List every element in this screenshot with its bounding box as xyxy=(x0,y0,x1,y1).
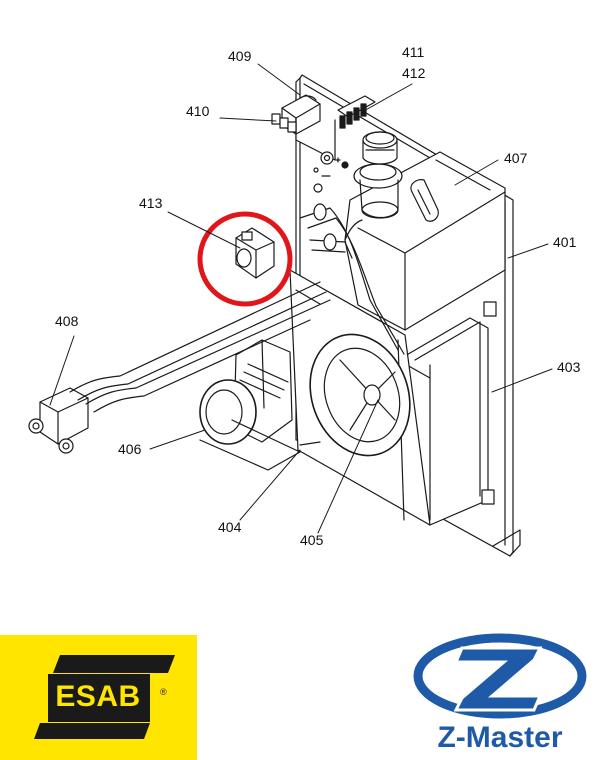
zmaster-logo-text: Z-Master xyxy=(437,721,563,754)
callout-407: 407 xyxy=(504,150,528,166)
control-plate xyxy=(295,97,349,193)
fan-405 xyxy=(309,333,411,457)
hose-connector-408 xyxy=(28,387,89,454)
leader-lines xyxy=(49,63,553,534)
callout-404: 404 xyxy=(218,519,242,535)
callout-410: 410 xyxy=(186,103,210,119)
exploded-parts-drawing xyxy=(28,63,553,557)
motor-406 xyxy=(199,339,301,471)
callout-405: 405 xyxy=(300,532,324,548)
callout-409: 409 xyxy=(228,48,252,64)
water-tank-407 xyxy=(344,131,506,331)
terminal-block-410 xyxy=(271,113,297,133)
esab-logo: ESAB ® xyxy=(0,635,197,760)
callout-406: 406 xyxy=(118,441,142,457)
callout-403: 403 xyxy=(557,359,581,375)
pressure-switch-413 xyxy=(235,227,275,279)
esab-registered-mark: ® xyxy=(160,687,167,697)
esab-logo-text: ESAB xyxy=(55,680,141,713)
callout-401: 401 xyxy=(553,234,577,250)
highlight-circle xyxy=(197,211,293,307)
callout-412: 412 xyxy=(402,65,426,81)
connector-strip-411-412 xyxy=(337,95,376,129)
callout-411: 411 xyxy=(402,44,425,60)
callout-413: 413 xyxy=(139,195,163,211)
cooling-hoses xyxy=(69,203,405,413)
zmaster-logo: Z-Master xyxy=(400,630,600,760)
capacitor-409 xyxy=(281,94,321,135)
callout-408: 408 xyxy=(55,313,79,329)
